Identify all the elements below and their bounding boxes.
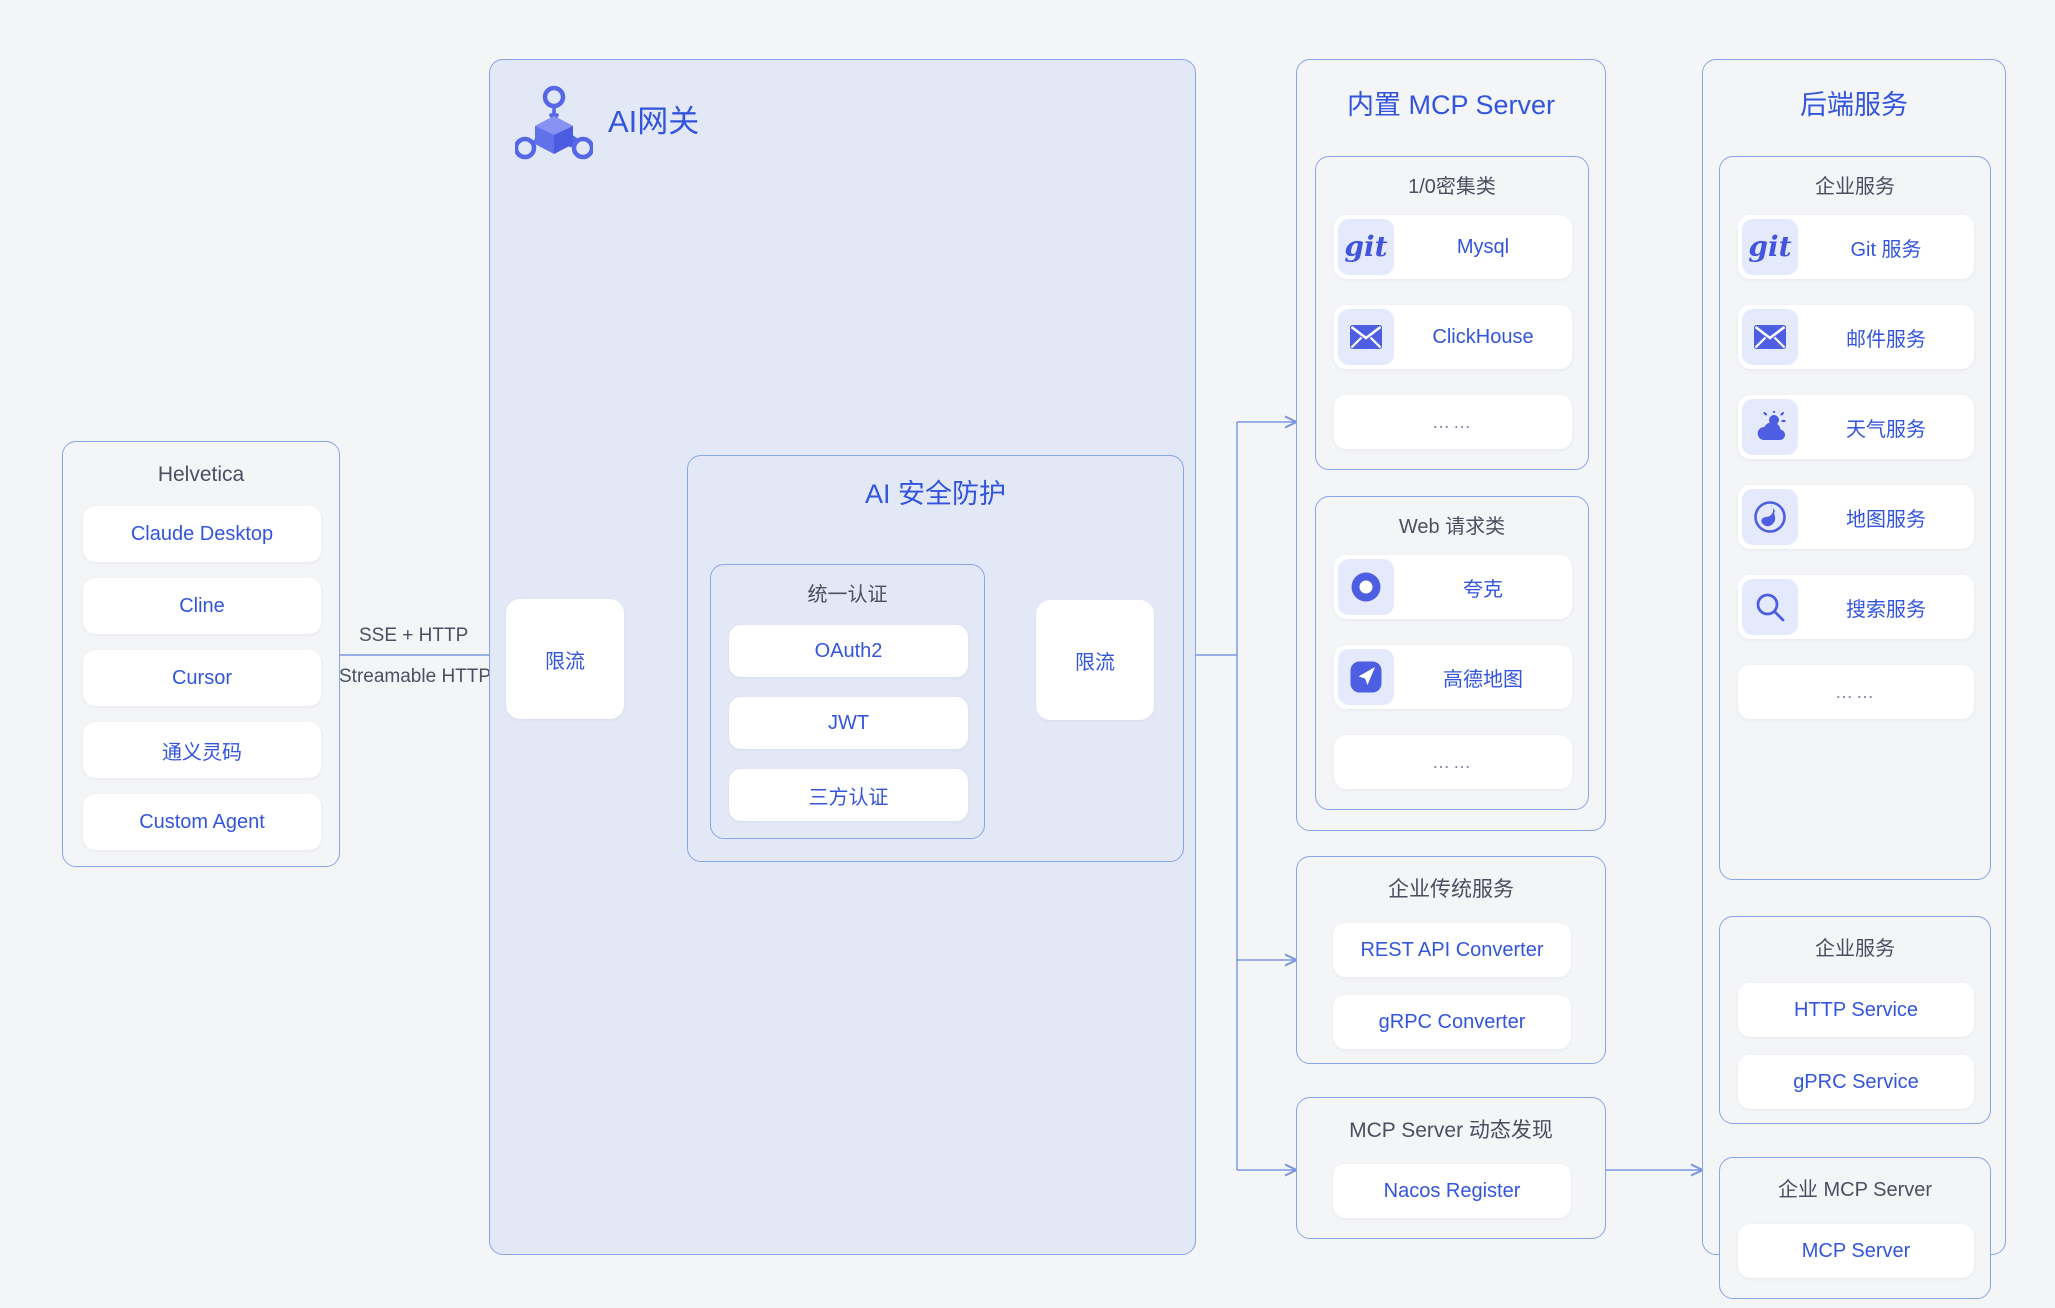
auth-item-label: 三方认证	[808, 786, 889, 809]
mcp-item-clickhouse[interactable]: ClickHouse	[1334, 305, 1572, 369]
mcp-item-label: 夸克	[1463, 578, 1503, 601]
ai-gateway-logo	[513, 85, 595, 163]
client-item-cursor[interactable]: Cursor	[83, 650, 321, 706]
mcp-group-title: 1/0密集类	[1408, 176, 1496, 198]
discovery-item-label: Nacos Register	[1383, 1179, 1521, 1202]
builtin-mcp-server-panel: 内置 MCP Server 1/0密集类 git Mysql ClickHous…	[1296, 59, 1606, 831]
ai-security-panel: AI 安全防护 统一认证 OAuth2 JWT 三方认证 限流	[687, 455, 1184, 862]
backend-item-label: 天气服务	[1846, 418, 1926, 441]
client-item-label: 通义灵码	[162, 741, 242, 764]
mcp-discovery-panel: MCP Server 动态发现 Nacos Register	[1296, 1097, 1606, 1239]
backend-services-panel: 后端服务 企业服务 git Git 服务 邮件服务	[1702, 59, 2006, 1299]
connector-label-streamable-http: Streamable HTTP	[339, 666, 492, 687]
backend-item-git-service[interactable]: git Git 服务	[1738, 215, 1974, 279]
legacy-services-title: 企业传统服务	[1388, 878, 1514, 901]
legacy-services-panel: 企业传统服务 REST API Converter gRPC Converter	[1296, 856, 1606, 1064]
mcp-item-quark[interactable]: 夸克	[1334, 555, 1572, 619]
backend-group-title: 企业服务	[1815, 176, 1895, 198]
auth-item-label: JWT	[827, 711, 870, 734]
clients-panel-title: Helvetica	[157, 463, 245, 486]
backend-item-http-service[interactable]: HTTP Service	[1738, 983, 1974, 1037]
envelope-icon	[1338, 309, 1394, 365]
auth-item-third-party[interactable]: 三方认证	[729, 769, 968, 821]
builtin-mcp-server-title: 内置 MCP Server	[1346, 90, 1556, 120]
legacy-item-label: gRPC Converter	[1378, 1010, 1526, 1033]
mcp-group-title: Web 请求类	[1398, 516, 1506, 538]
rate-limit-in-box[interactable]: 限流	[506, 599, 624, 719]
connector-label-sse-http: SSE + HTTP	[359, 625, 469, 646]
client-item-custom-agent[interactable]: Custom Agent	[83, 794, 321, 850]
ai-gateway-title: AI网关	[608, 104, 700, 139]
globe-icon	[1742, 489, 1798, 545]
mcp-item-label: 高德地图	[1443, 668, 1523, 691]
backend-group-enterprise-services: 企业服务 git Git 服务 邮件服务	[1719, 156, 1991, 880]
mcp-group-web-request: Web 请求类 夸克 高德地图	[1315, 496, 1589, 810]
backend-item-search-service[interactable]: 搜索服务	[1738, 575, 1974, 639]
envelope-icon	[1742, 309, 1798, 365]
mcp-group-io-intensive: 1/0密集类 git Mysql ClickHouse ……	[1315, 156, 1589, 470]
auth-item-oauth2[interactable]: OAuth2	[729, 625, 968, 677]
mcp-item-mysql[interactable]: git Mysql	[1334, 215, 1572, 279]
rate-limit-in-label: 限流	[545, 650, 585, 673]
quark-circle-icon	[1338, 559, 1394, 615]
backend-item-label: 邮件服务	[1846, 328, 1926, 351]
mcp-item-more[interactable]: ……	[1334, 395, 1572, 449]
legacy-item-rest-api-converter[interactable]: REST API Converter	[1333, 923, 1571, 977]
backend-item-label: MCP Server	[1801, 1239, 1911, 1262]
backend-item-mail-service[interactable]: 邮件服务	[1738, 305, 1974, 369]
backend-group-title: 企业 MCP Server	[1777, 1179, 1933, 1201]
amap-arrow-icon	[1338, 649, 1394, 705]
legacy-item-label: REST API Converter	[1360, 938, 1544, 961]
mcp-item-label: ClickHouse	[1432, 325, 1534, 348]
mcp-discovery-title: MCP Server 动态发现	[1349, 1119, 1553, 1142]
backend-item-label: 搜索服务	[1846, 598, 1926, 621]
backend-item-weather-service[interactable]: 天气服务	[1738, 395, 1974, 459]
rate-limit-out-box[interactable]: 限流	[1036, 600, 1154, 720]
backend-item-label: gPRC Service	[1793, 1070, 1919, 1093]
clients-panel: Helvetica Claude Desktop Cline Cursor 通义…	[62, 441, 340, 867]
client-item-label: Custom Agent	[139, 810, 265, 833]
weather-icon	[1742, 399, 1798, 455]
git-icon: git	[1338, 219, 1394, 275]
backend-group-enterprise-mcp-server: 企业 MCP Server MCP Server	[1719, 1157, 1991, 1299]
unified-auth-panel: 统一认证 OAuth2 JWT 三方认证	[710, 564, 985, 839]
ellipsis-label: ……	[1835, 681, 1877, 702]
ai-gateway-panel: AI网关 限流 AI 安全防护 统一认证 OAuth2 JWT 三方认证	[489, 59, 1196, 1255]
ai-security-title: AI 安全防护	[864, 479, 1006, 509]
rate-limit-out-label: 限流	[1075, 651, 1115, 674]
auth-item-jwt[interactable]: JWT	[729, 697, 968, 749]
backend-item-mcp-server[interactable]: MCP Server	[1738, 1224, 1974, 1278]
client-item-label: Claude Desktop	[130, 522, 274, 545]
ellipsis-label: ……	[1432, 751, 1474, 772]
auth-item-label: OAuth2	[814, 639, 883, 662]
client-item-label: Cline	[179, 594, 225, 617]
git-icon: git	[1742, 219, 1798, 275]
backend-item-label: HTTP Service	[1793, 998, 1919, 1021]
search-icon	[1742, 579, 1798, 635]
ellipsis-label: ……	[1432, 411, 1474, 432]
mcp-item-label: Mysql	[1456, 235, 1510, 258]
unified-auth-title: 统一认证	[807, 584, 888, 606]
backend-item-label: Git 服务	[1850, 238, 1922, 261]
backend-item-map-service[interactable]: 地图服务	[1738, 485, 1974, 549]
legacy-item-grpc-converter[interactable]: gRPC Converter	[1333, 995, 1571, 1049]
client-item-tongyi-lingma[interactable]: 通义灵码	[83, 722, 321, 778]
client-item-label: Cursor	[171, 666, 232, 689]
client-item-cline[interactable]: Cline	[83, 578, 321, 634]
ai-gateway-cube-icon	[513, 85, 595, 160]
backend-item-more[interactable]: ……	[1738, 665, 1974, 719]
backend-services-title: 后端服务	[1800, 90, 1908, 120]
mcp-item-more[interactable]: ……	[1334, 735, 1572, 789]
backend-item-gprc-service[interactable]: gPRC Service	[1738, 1055, 1974, 1109]
mcp-item-amap[interactable]: 高德地图	[1334, 645, 1572, 709]
backend-item-label: 地图服务	[1846, 508, 1926, 531]
backend-group-http-grpc: 企业服务 HTTP Service gPRC Service	[1719, 916, 1991, 1124]
backend-group-title: 企业服务	[1815, 938, 1895, 960]
discovery-item-nacos-register[interactable]: Nacos Register	[1333, 1164, 1571, 1218]
client-item-claude-desktop[interactable]: Claude Desktop	[83, 506, 321, 562]
